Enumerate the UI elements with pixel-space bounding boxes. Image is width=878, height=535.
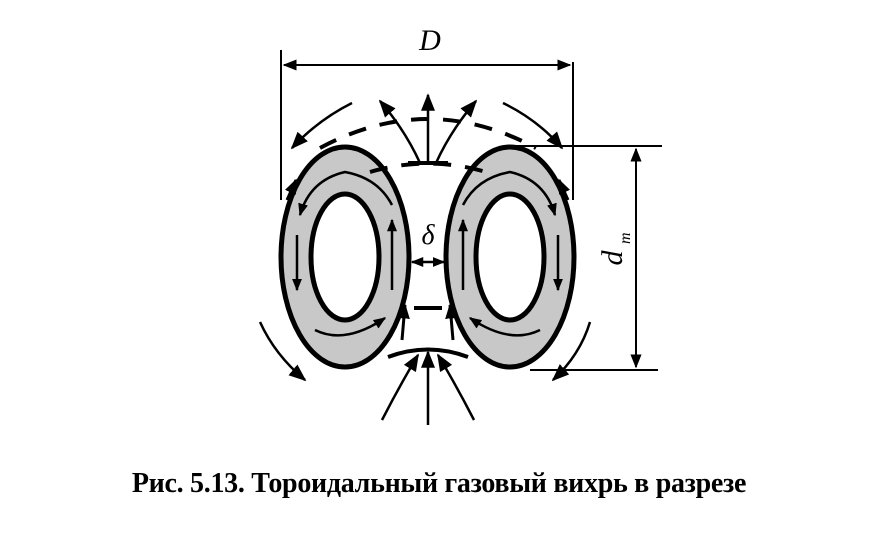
bottom-inflow: [258, 321, 592, 425]
label-d: d: [596, 250, 629, 266]
label-delta: δ: [421, 220, 435, 251]
gap-dimension: δ: [410, 220, 446, 310]
right-torus-section: [443, 144, 577, 370]
figure-caption: Рис. 5.13. Тороидальный газовый вихрь в …: [131, 468, 747, 499]
left-torus-section: [278, 144, 412, 370]
top-outflow: [290, 93, 564, 174]
label-d-subscript: т: [617, 232, 634, 244]
outer-diameter-dimension: D: [280, 24, 574, 200]
label-D: D: [418, 24, 441, 57]
torus-diameter-dimension: d т: [510, 145, 662, 371]
